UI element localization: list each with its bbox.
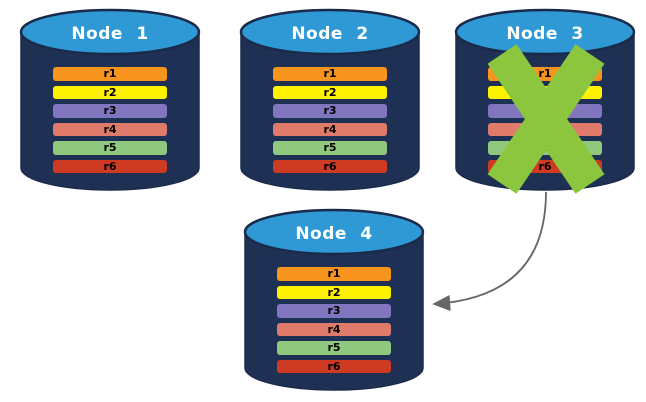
row-r2: r2 — [273, 85, 387, 99]
row-r4: r4 — [53, 122, 167, 136]
row-r1: r1 — [277, 267, 391, 281]
row-r1: r1 — [53, 67, 167, 81]
row-r2: r2 — [53, 85, 167, 99]
row-r4: r4 — [277, 322, 391, 336]
row-r6: r6 — [277, 359, 391, 373]
row-r3: r3 — [277, 304, 391, 318]
failure-x-icon — [487, 44, 605, 194]
node-4: Node 4 r1 r2 r3 r4 r5 r6 — [242, 208, 426, 392]
node-3-title: Node 3 — [506, 24, 584, 44]
row-r3: r3 — [273, 104, 387, 118]
failover-arrow — [432, 191, 547, 312]
node-2: Node 2 r1 r2 r3 r4 r5 r6 — [238, 8, 422, 192]
row-r5: r5 — [53, 141, 167, 155]
row-r4: r4 — [273, 122, 387, 136]
node-4-title: Node 4 — [295, 224, 373, 244]
node-1: Node 1 r1 r2 r3 r4 r5 r6 — [18, 8, 202, 192]
row-r5: r5 — [277, 341, 391, 355]
row-r1: r1 — [273, 67, 387, 81]
row-r5: r5 — [273, 141, 387, 155]
node-2-title: Node 2 — [291, 24, 369, 44]
node-1-title: Node 1 — [71, 24, 149, 44]
node-1-rows: r1 r2 r3 r4 r5 r6 — [53, 67, 167, 173]
row-r6: r6 — [273, 159, 387, 173]
row-r2: r2 — [277, 285, 391, 299]
row-r6: r6 — [53, 159, 167, 173]
row-r3: r3 — [53, 104, 167, 118]
node-2-rows: r1 r2 r3 r4 r5 r6 — [273, 67, 387, 173]
node-4-rows: r1 r2 r3 r4 r5 r6 — [277, 267, 391, 373]
